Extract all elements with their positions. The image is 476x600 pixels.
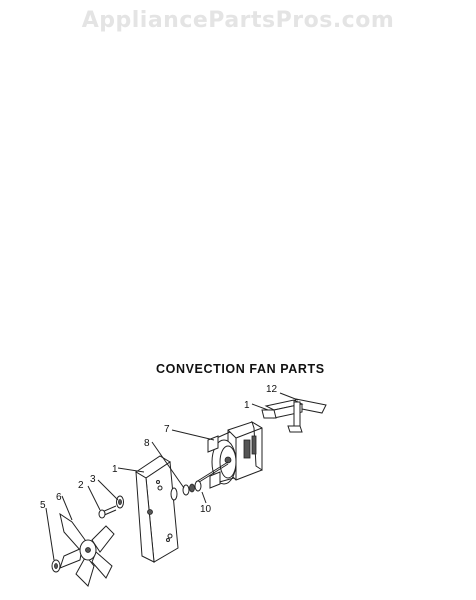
label-part-7: 7 bbox=[164, 424, 170, 435]
part-5-nut bbox=[51, 559, 61, 573]
label-part-1-plate: 1 bbox=[112, 464, 118, 475]
part-8-washer bbox=[182, 483, 195, 496]
part-3-washer bbox=[116, 495, 124, 509]
part-7-motor bbox=[195, 420, 263, 489]
label-part-6: 6 bbox=[56, 492, 62, 503]
part-6-fan-blade bbox=[59, 512, 115, 587]
label-part-2: 2 bbox=[78, 480, 84, 491]
part-2-screw bbox=[98, 505, 117, 519]
label-part-12: 12 bbox=[266, 384, 278, 395]
leader-lines bbox=[45, 392, 299, 561]
label-part-10: 10 bbox=[200, 504, 212, 515]
label-part-5: 5 bbox=[40, 500, 46, 511]
label-part-1-bracket: 1 bbox=[244, 400, 250, 411]
part-1-bracket bbox=[261, 399, 304, 433]
watermark-logo: AppliancePartsPros.com bbox=[81, 8, 395, 33]
part-10-nut bbox=[194, 480, 202, 492]
part-1-mounting-plate bbox=[135, 455, 179, 563]
label-part-3: 3 bbox=[90, 474, 96, 485]
diagram-title: CONVECTION FAN PARTS bbox=[156, 362, 325, 376]
label-part-8: 8 bbox=[144, 438, 150, 449]
